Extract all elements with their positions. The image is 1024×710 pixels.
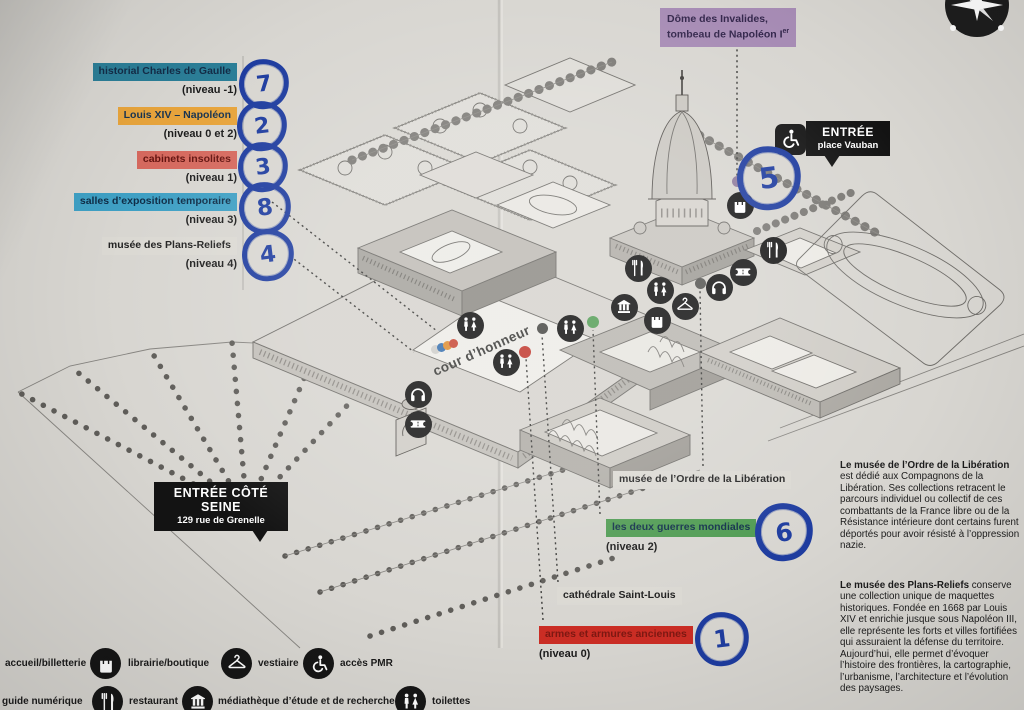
entrance-seine-label: ENTRÉE CÔTÉ SEINE 129 rue de Grenelle <box>154 482 288 542</box>
legend-pmr: accès PMR <box>340 658 393 669</box>
ordre-liberation-label: musée de l’Ordre de la Libération <box>613 469 792 489</box>
cathedrale-label: cathédrale Saint-Louis <box>557 585 682 605</box>
wheelchair-icon <box>303 648 334 679</box>
legend-guide: guide numérique <box>2 696 83 707</box>
ticket-icon <box>729 258 757 286</box>
vauban-garden <box>753 186 1005 366</box>
books-icon <box>182 686 213 710</box>
restaurant-icon <box>92 686 123 710</box>
legend-restaurant: restaurant <box>129 696 178 707</box>
legend-toilettes: toilettes <box>432 696 471 707</box>
headphones-icon <box>404 380 432 408</box>
bag-icon <box>90 648 121 679</box>
toilets-icon <box>395 686 426 710</box>
marker-dot <box>519 346 531 358</box>
hanger-icon <box>671 292 699 320</box>
marker-dot <box>694 277 706 289</box>
marker-dot <box>430 344 440 354</box>
room-level: (niveau 1) <box>185 171 237 184</box>
room-level: (niveau 3) <box>185 213 237 226</box>
compass-icon <box>945 0 1009 37</box>
room-plans-reliefs: musée des Plans-Reliefs (niveau 4) <box>101 235 237 270</box>
marker-dot <box>587 316 599 328</box>
room-louis-xiv: Louis XIV – Napoléon (niveau 0 et 2) <box>117 105 237 140</box>
handwritten-number-6: 6 <box>751 499 817 565</box>
room-label: cabinets insolites <box>136 151 237 169</box>
legend-librairie: librairie/boutique <box>128 658 210 669</box>
room-label: musée des Plans-Reliefs <box>101 237 237 255</box>
restaurant-icon <box>759 236 787 264</box>
room-level: (niveau 0 et 2) <box>163 127 237 140</box>
room-level: (niveau -1) <box>181 83 237 96</box>
room-level: (niveau 4) <box>185 257 237 270</box>
bag-icon <box>726 191 754 219</box>
legend-vestiaire: vestiaire <box>258 658 299 669</box>
marker-dot <box>731 175 743 187</box>
room-historial: historial Charles de Gaulle (niveau -1) <box>92 61 237 96</box>
marker-dot <box>536 322 548 334</box>
bag-icon <box>643 306 671 334</box>
hanger-icon <box>221 648 252 679</box>
marker-dot <box>448 338 458 348</box>
toilets-icon <box>492 348 520 376</box>
room-cabinets: cabinets insolites (niveau 1) <box>136 149 237 184</box>
main-building <box>251 151 742 489</box>
room-expo-temporaire: salles d’exposition temporaire (niveau 3… <box>73 191 237 226</box>
room-label: Louis XIV – Napoléon <box>117 107 237 125</box>
legend-mediatheque: médiathèque d’étude et de recherche <box>218 696 395 707</box>
marker-dot <box>436 342 446 352</box>
ordre-description: Le musée de l’Ordre de la Libération est… <box>840 460 1020 552</box>
legend-accueil: accueil/billetterie <box>5 658 87 669</box>
toilets-icon <box>456 311 484 339</box>
wheelchair-icon <box>774 123 806 155</box>
dome-label: Dôme des Invalides, tombeau de Napoléon … <box>660 8 797 47</box>
marker-dot <box>442 340 452 350</box>
handwritten-number-4: 4 <box>239 226 297 284</box>
ticket-icon <box>404 410 432 438</box>
toilets-icon <box>556 314 584 342</box>
headphones-icon <box>705 273 733 301</box>
toilets-icon <box>646 276 674 304</box>
books-icon <box>610 293 638 321</box>
connector-lines <box>271 44 738 621</box>
room-label: historial Charles de Gaulle <box>92 63 237 81</box>
plans-reliefs-description: Le musée des Plans-Reliefs conserve une … <box>840 580 1017 695</box>
deux-guerres-label: les deux guerres mondiales (niveau 2) <box>606 517 757 553</box>
restaurant-icon <box>624 254 652 282</box>
entrance-vauban-label: ENTRÉE place Vauban <box>806 121 890 167</box>
room-label: salles d’exposition temporaire <box>73 193 237 211</box>
armes-label: armes et armures anciennes (niveau 0) <box>539 624 693 660</box>
handwritten-number-1: 1 <box>691 608 753 670</box>
